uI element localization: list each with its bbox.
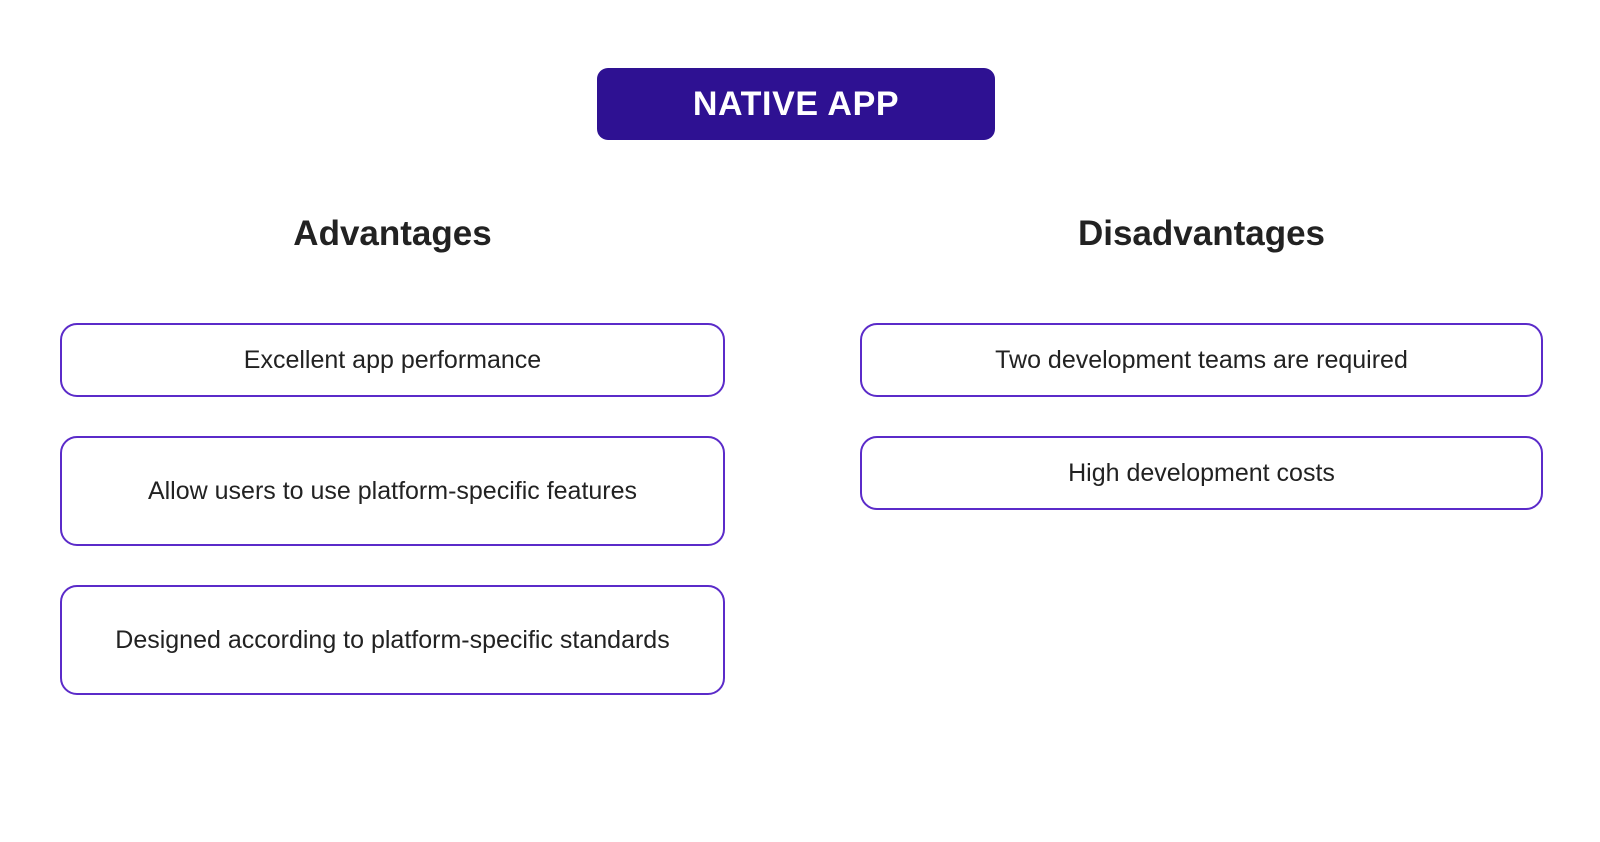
disadvantage-card-text: Two development teams are required — [995, 346, 1408, 374]
disadvantage-card-text: High development costs — [1068, 459, 1335, 487]
advantage-card[interactable]: Designed according to platform-specific … — [60, 585, 725, 695]
advantage-card-text: Designed according to platform-specific … — [115, 625, 670, 654]
native-app-title-label: NATIVE APP — [692, 85, 900, 123]
advantage-card[interactable]: Allow users to use platform-specific fea… — [60, 436, 725, 546]
disadvantages-heading: Disadvantages — [1077, 213, 1326, 253]
advantage-card[interactable]: Excellent app performance — [60, 323, 725, 397]
disadvantage-card[interactable]: Two development teams are required — [860, 323, 1543, 397]
advantages-column: Advantages Excellent app performance All… — [60, 210, 725, 734]
disadvantages-column: Disadvantages Two development teams are … — [860, 210, 1543, 549]
native-app-title-pill: NATIVE APP — [597, 68, 995, 140]
disadvantages-card-stack: Two development teams are required High … — [860, 323, 1543, 549]
advantages-heading: Advantages — [293, 213, 492, 253]
advantage-card-text: Allow users to use platform-specific fea… — [147, 476, 638, 505]
advantages-card-stack: Excellent app performance Allow users to… — [60, 323, 725, 734]
disadvantage-card[interactable]: High development costs — [860, 436, 1543, 510]
advantage-card-text: Excellent app performance — [243, 346, 542, 374]
